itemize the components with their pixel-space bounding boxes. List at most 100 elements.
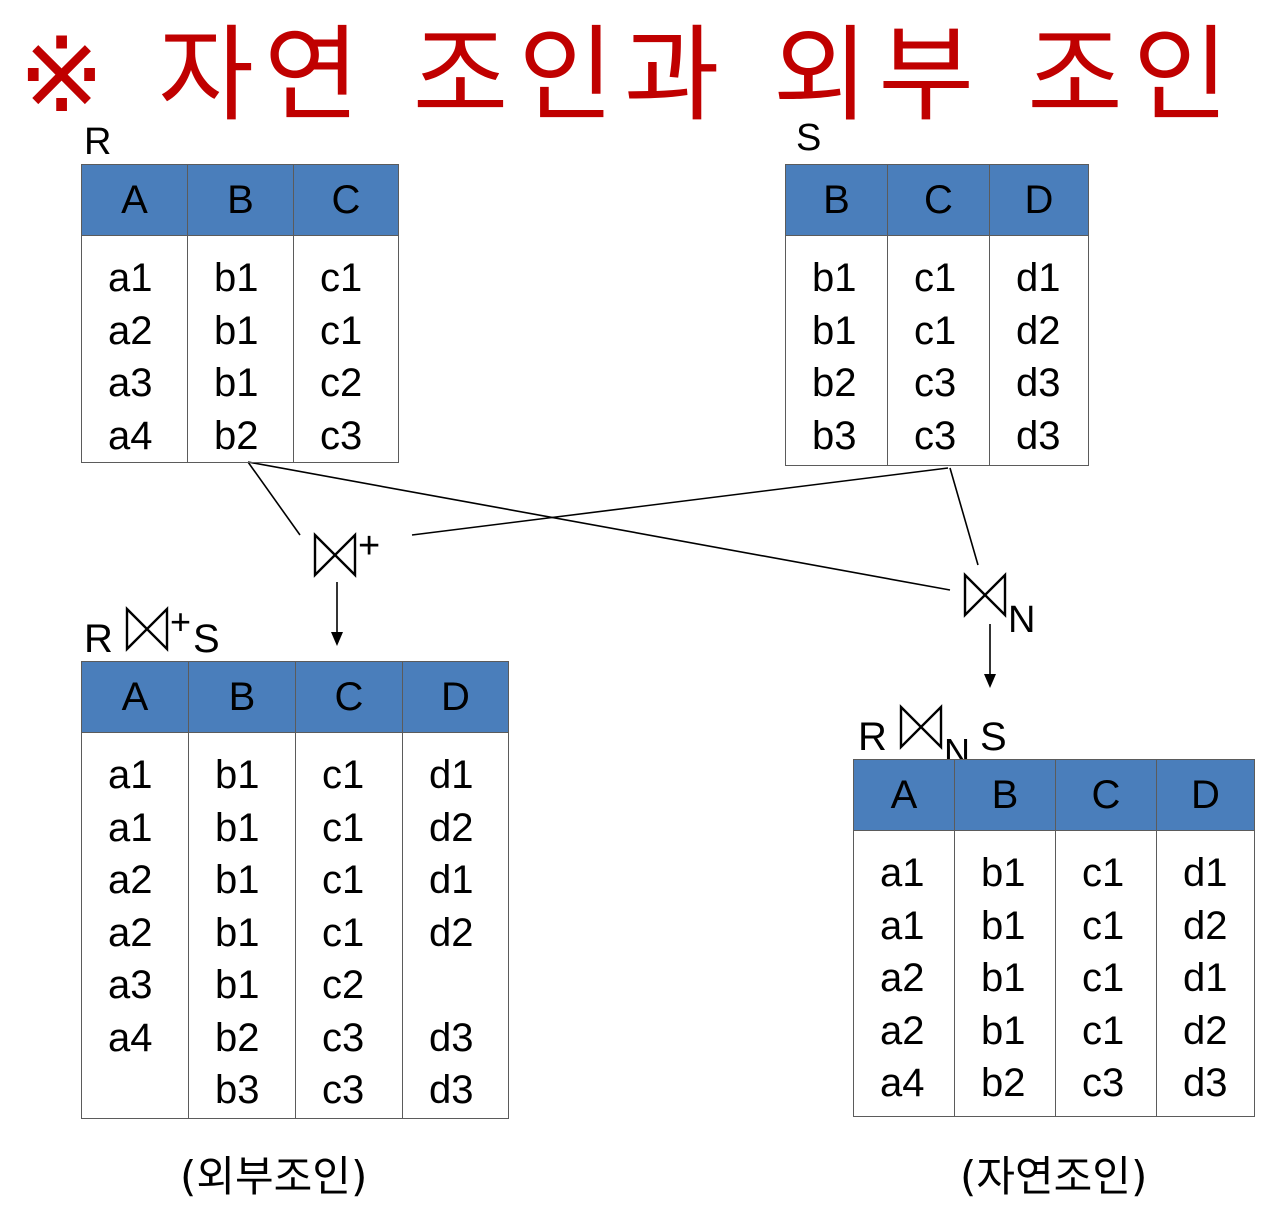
- table-cell: [429, 959, 508, 1012]
- table-cell: d2: [429, 805, 474, 850]
- table-cell: d1: [429, 753, 474, 797]
- table-cell: b2: [215, 1015, 260, 1060]
- table-cell: c3: [322, 1068, 365, 1112]
- table-cell: d2: [1183, 1008, 1228, 1053]
- table-cell: d2: [429, 910, 474, 955]
- table-cell: c1: [322, 805, 365, 850]
- table-cell: d3: [1016, 361, 1061, 405]
- table-cell: a1: [108, 805, 153, 850]
- arrow-outer-join-head: [331, 632, 343, 646]
- table-cell: c2: [320, 361, 363, 405]
- table-cell: a1: [880, 903, 925, 948]
- column-header: B: [954, 759, 1056, 831]
- table-cell: a2: [880, 956, 925, 1000]
- bowtie-join-icon: [125, 606, 169, 652]
- table-cell: a4: [108, 413, 153, 458]
- bowtie-join-icon: [899, 704, 943, 750]
- label-relation-s: S: [980, 715, 1007, 759]
- line-r-to-natural-join: [247, 461, 951, 591]
- table-cell: c2: [322, 963, 365, 1007]
- column-values: c1 c1 c1 c1 c2 c3 c3: [295, 732, 403, 1119]
- table-cell: a1: [108, 753, 153, 797]
- table-cell: c1: [322, 858, 365, 902]
- table-cell: c3: [322, 1015, 365, 1060]
- table-cell: d3: [1183, 1061, 1228, 1105]
- table-cell: a2: [108, 858, 153, 902]
- label-relation-r: R: [84, 617, 113, 661]
- table-cell: b2: [812, 361, 857, 405]
- column-header: C: [295, 661, 403, 733]
- table-cell: c3: [914, 361, 957, 405]
- table-cell: c1: [914, 308, 957, 353]
- line-s-to-natural-join: [949, 467, 979, 566]
- line-s-to-outer-join: [411, 467, 949, 536]
- table-cell: b1: [215, 963, 260, 1007]
- column-header: B: [188, 661, 296, 733]
- table-cell: b2: [981, 1061, 1026, 1105]
- slide-title: ※ 자연 조인과 외부 조인: [18, 14, 1239, 136]
- table-cell: c1: [914, 256, 957, 300]
- table-header-row: A B C D: [81, 661, 509, 733]
- table-cell: a2: [880, 1008, 925, 1053]
- relation-r-label: R: [84, 121, 112, 163]
- relation-s-label: S: [796, 117, 822, 159]
- table-cell: d1: [1016, 256, 1061, 300]
- table-cell: a3: [108, 361, 153, 405]
- column-header: A: [81, 661, 189, 733]
- table-cell: c1: [322, 910, 365, 955]
- table-cell: d1: [1183, 956, 1228, 1000]
- column-header: B: [785, 164, 888, 236]
- table-cell: b1: [981, 851, 1026, 895]
- table-cell: b1: [981, 1008, 1026, 1053]
- table-cell: b1: [214, 361, 259, 405]
- table-cell: b1: [981, 903, 1026, 948]
- table-cell: b2: [214, 413, 259, 458]
- column-header: D: [1156, 759, 1255, 831]
- table-header-row: A B C D: [853, 759, 1255, 831]
- table-cell: c3: [1082, 1061, 1125, 1105]
- table-cell: c1: [1082, 1008, 1125, 1053]
- table-cell: c1: [322, 753, 365, 797]
- table-cell: c3: [320, 413, 363, 458]
- table-cell: d2: [1183, 903, 1228, 948]
- table-cell: b1: [812, 308, 857, 353]
- table-cell: c1: [320, 308, 363, 353]
- table-cell: b1: [812, 256, 857, 300]
- table-cell: d2: [1016, 308, 1061, 353]
- column-header: D: [402, 661, 509, 733]
- column-values: d1 d2 d1 d2 d3: [1156, 830, 1255, 1117]
- table-header-row: A B C: [81, 164, 399, 236]
- outer-join-caption: (외부조인): [180, 1152, 368, 1201]
- table-cell: d3: [429, 1015, 474, 1060]
- table-cell: a2: [108, 308, 153, 353]
- table-cell: b1: [214, 308, 259, 353]
- line-r-to-outer-join: [247, 461, 301, 536]
- column-header: B: [187, 164, 294, 236]
- natural-join-subscript: N: [1008, 599, 1036, 641]
- table-header-row: B C D: [785, 164, 1089, 236]
- natural-join-caption: (자연조인): [960, 1152, 1148, 1201]
- outer-join-operator: +: [312, 525, 380, 588]
- bowtie-join-icon: [313, 532, 357, 578]
- column-values: d1 d2 d1 d2 d3 d3: [402, 732, 509, 1119]
- label-relation-r: R: [858, 715, 887, 759]
- table-cell: c1: [1082, 851, 1125, 895]
- table-cell: d3: [429, 1068, 474, 1112]
- table-cell: d1: [1183, 851, 1228, 895]
- table-cell: d1: [429, 858, 474, 902]
- label-relation-s: S: [193, 617, 220, 661]
- table-cell: [108, 1064, 188, 1117]
- column-header: D: [989, 164, 1089, 236]
